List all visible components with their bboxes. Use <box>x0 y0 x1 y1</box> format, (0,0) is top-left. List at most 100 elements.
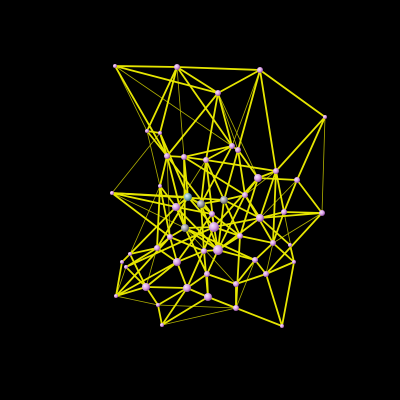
pink-atom <box>124 265 128 269</box>
bond <box>169 236 205 252</box>
bond <box>200 159 207 205</box>
bond <box>176 213 213 263</box>
pink-atom <box>254 174 262 182</box>
bond <box>129 247 158 255</box>
pink-atom <box>160 323 164 327</box>
bond <box>183 145 233 158</box>
pink-atom <box>142 283 150 291</box>
bond <box>259 69 277 172</box>
thin-bond <box>161 307 237 326</box>
pink-atom <box>174 64 180 70</box>
bond <box>176 66 261 71</box>
pink-atom <box>110 191 114 195</box>
pink-atom <box>164 153 170 159</box>
pink-atom <box>114 294 118 298</box>
bond <box>296 179 323 214</box>
thin-bond <box>235 259 256 309</box>
bond <box>259 69 326 118</box>
bond <box>235 307 283 327</box>
bond <box>217 194 246 251</box>
teal-atom <box>184 193 192 201</box>
bond <box>205 145 233 161</box>
bond <box>125 226 215 268</box>
pink-atom <box>158 131 162 135</box>
atom-layer <box>110 64 327 328</box>
bond <box>265 273 283 327</box>
bond <box>259 170 277 219</box>
pink-atom <box>252 257 258 263</box>
bond <box>115 261 123 297</box>
bond <box>217 199 225 251</box>
pink-atom <box>209 211 215 217</box>
bond <box>235 273 267 285</box>
bond <box>111 192 225 201</box>
bond <box>211 213 241 237</box>
bond <box>166 155 186 229</box>
pink-atom <box>158 184 162 188</box>
bond <box>265 261 295 275</box>
pink-atom <box>145 129 149 133</box>
bond <box>186 273 208 289</box>
pink-atom <box>128 252 132 256</box>
bond <box>166 92 219 157</box>
bond <box>157 304 163 326</box>
bond <box>217 69 261 94</box>
pink-atom <box>319 210 325 216</box>
bond <box>176 66 219 94</box>
bond <box>111 192 171 238</box>
bond <box>125 266 147 288</box>
bond <box>169 236 178 263</box>
pink-atom <box>256 214 264 222</box>
bond <box>296 116 326 181</box>
thin-bond <box>129 185 161 255</box>
bond <box>146 66 178 132</box>
bond <box>289 244 295 263</box>
bond <box>161 287 188 326</box>
bond <box>200 145 233 205</box>
bond <box>235 259 256 285</box>
thin-bond <box>114 65 233 147</box>
bond <box>159 155 168 187</box>
bond <box>237 69 261 151</box>
thin-bond <box>321 116 326 214</box>
pink-atom <box>270 240 276 246</box>
pink-atom <box>154 245 160 251</box>
bond <box>176 261 188 289</box>
pink-atom <box>201 248 207 254</box>
bond <box>217 92 233 147</box>
bond <box>207 296 237 309</box>
pink-atom <box>172 203 180 211</box>
thin-bond <box>217 92 259 179</box>
bond <box>115 261 178 297</box>
pink-atom <box>280 324 284 328</box>
bond <box>161 296 209 326</box>
bond <box>114 65 178 68</box>
bond-layer <box>111 65 326 327</box>
bond <box>223 199 261 219</box>
pink-atom <box>273 168 279 174</box>
bond <box>115 236 171 297</box>
thin-bond <box>265 242 274 275</box>
pink-atom <box>294 177 300 183</box>
pink-atom <box>235 147 241 153</box>
bond <box>159 66 178 134</box>
bond <box>186 226 215 289</box>
bond <box>157 287 188 306</box>
pink-atom <box>229 143 235 149</box>
pink-atom <box>204 293 212 301</box>
pink-atom <box>233 281 239 287</box>
bond <box>184 227 208 275</box>
bond <box>156 196 189 249</box>
pink-atom <box>263 271 269 277</box>
bond <box>281 261 295 327</box>
thin-bond <box>244 170 277 196</box>
pink-atom <box>181 154 187 160</box>
bond <box>239 177 259 237</box>
thin-bond <box>146 130 161 187</box>
bond <box>217 249 256 261</box>
pink-atom <box>257 67 263 73</box>
bond <box>223 149 239 201</box>
bond <box>259 217 291 246</box>
bond <box>156 247 178 263</box>
